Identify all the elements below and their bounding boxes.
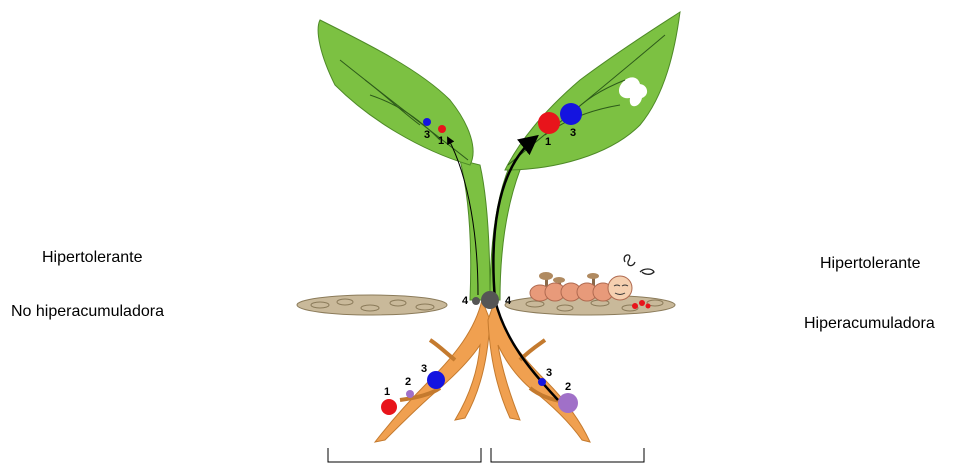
leaf-left-dot-3	[423, 118, 431, 126]
leaf-left-dot-1	[438, 125, 446, 133]
root-left-label-1: 1	[384, 386, 390, 398]
root-right-dot-3	[538, 378, 546, 386]
ground-dot-left	[472, 297, 480, 305]
leaf-left-label-1: 1	[438, 135, 444, 147]
leaf-right-label-3: 3	[570, 127, 576, 139]
ground-left-label-4: 4	[462, 295, 469, 307]
leaf-left-label-3: 3	[424, 129, 430, 141]
root-right-label-3: 3	[546, 367, 552, 379]
root-left-dot-3	[427, 371, 445, 389]
bottom-brackets	[328, 448, 644, 462]
stem	[460, 160, 520, 300]
left-leaf	[318, 20, 473, 165]
ground-dot-center	[481, 291, 499, 309]
leaf-right-dot-3	[560, 103, 582, 125]
roots	[375, 300, 590, 442]
ground-right-label-4: 4	[505, 295, 512, 307]
root-right-label-2: 2	[565, 381, 571, 393]
right-transport-arrow	[493, 138, 558, 400]
root-left-dot-2	[406, 390, 414, 398]
root-left-dot-1	[381, 399, 397, 415]
root-left-label-3: 3	[421, 363, 427, 375]
root-left-label-2: 2	[405, 376, 411, 388]
leaf-right-dot-1	[538, 112, 560, 134]
leaf-right-label-1: 1	[545, 136, 551, 148]
root-right-dot-2	[558, 393, 578, 413]
